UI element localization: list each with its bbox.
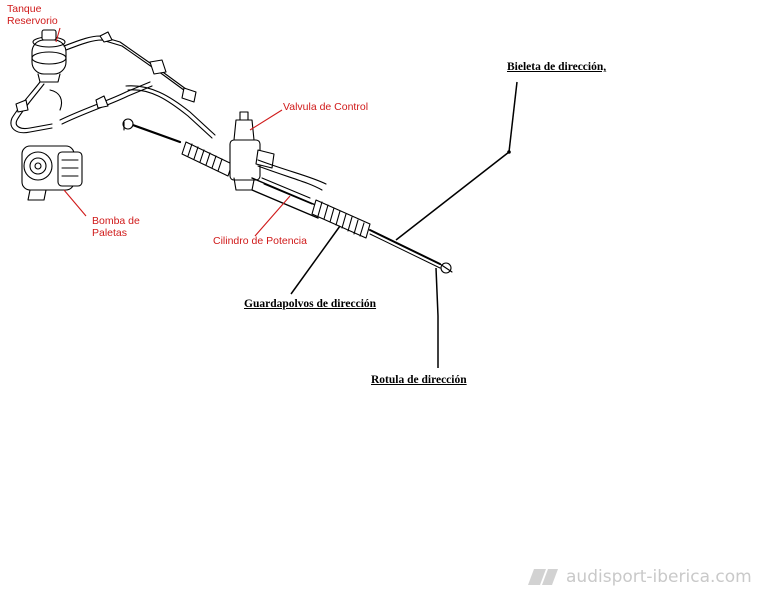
leader-guardapolvos	[290, 225, 341, 295]
watermark: audisport-iberica.com	[528, 567, 752, 587]
label-tanque-line1: Tanque	[7, 3, 42, 15]
label-valvula-de-control: Valvula de Control	[283, 101, 369, 113]
steering-rack	[122, 111, 453, 274]
leader-tanque	[55, 27, 61, 43]
reservoir-tank	[31, 29, 67, 83]
leader-bieleta-upper	[508, 81, 518, 153]
leader-rotula-upper	[435, 267, 439, 317]
watermark-logo-icon	[528, 569, 558, 585]
label-bomba-line1: Bomba de	[92, 215, 140, 227]
leader-valvula	[249, 109, 283, 131]
label-tanque-line2: Reservorio	[7, 15, 58, 27]
leader-bomba	[63, 189, 87, 217]
label-tanque-reservorio: Tanque Reservorio	[7, 3, 58, 27]
label-cilindro-de-potencia: Cilindro de Potencia	[213, 235, 307, 247]
label-bomba-line2: Paletas	[92, 227, 128, 239]
vane-pump	[21, 145, 83, 201]
label-rotula-de-direccion: Rotula de dirección	[371, 374, 467, 386]
label-guardapolvos-de-direccion: Guardapolvos de dirección	[244, 298, 377, 310]
label-bomba-de-paletas: Bomba de Paletas	[92, 215, 140, 239]
watermark-text: audisport-iberica.com	[566, 567, 752, 587]
leader-cilindro	[254, 195, 291, 237]
leader-bieleta-lower	[395, 151, 510, 241]
label-bieleta-de-direccion: Bieleta de dirección,	[507, 61, 607, 73]
